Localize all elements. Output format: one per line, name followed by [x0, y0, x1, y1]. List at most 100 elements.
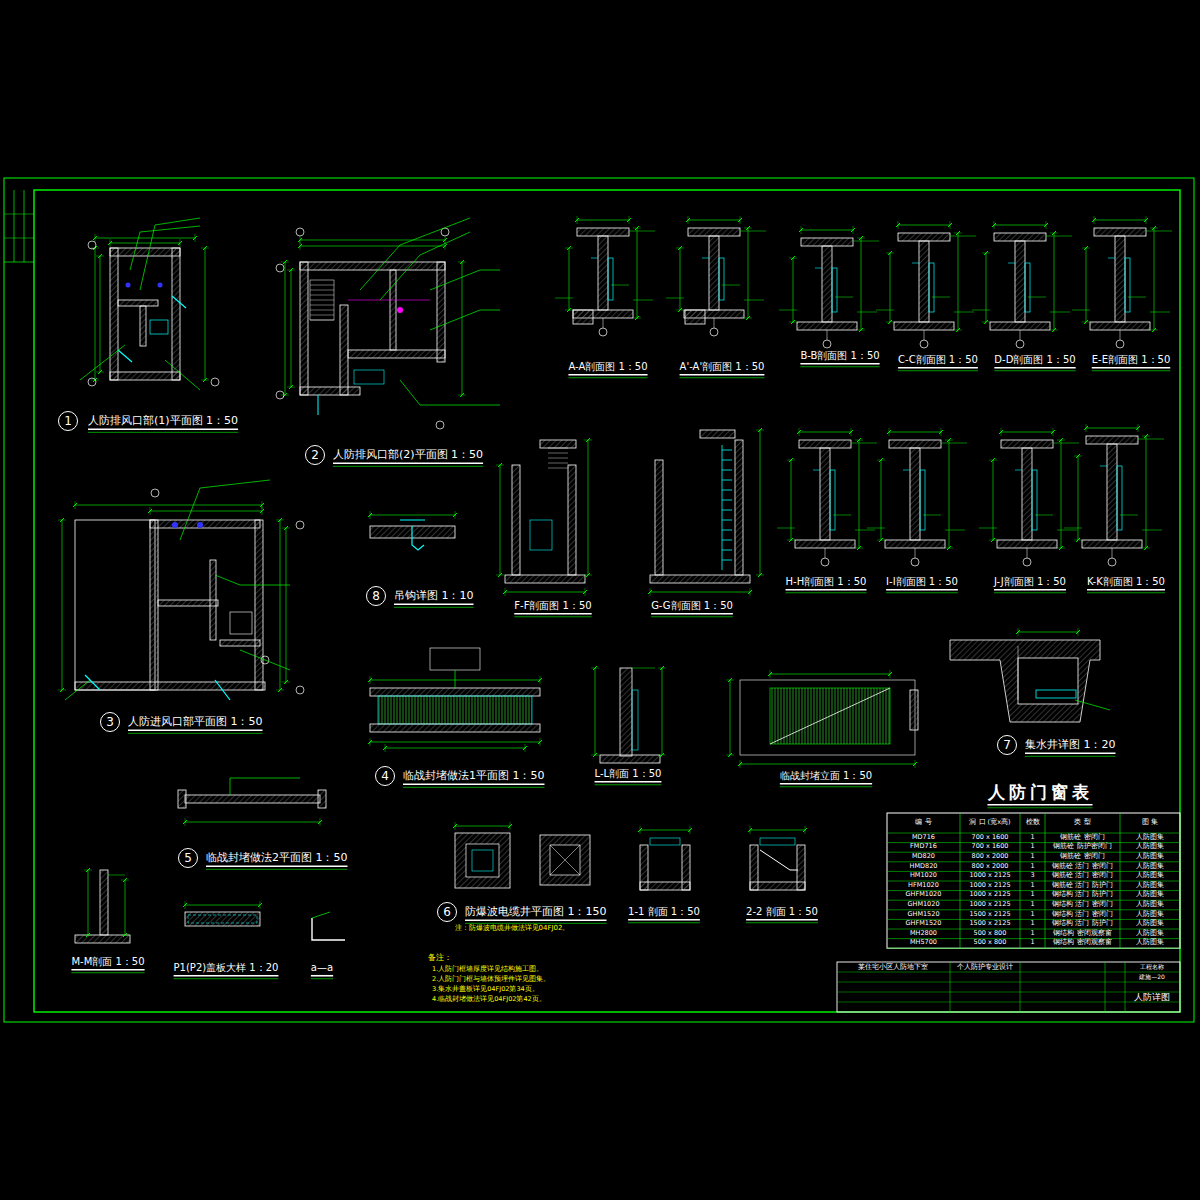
drawing-line [310, 310, 334, 311]
title-underline [333, 466, 483, 467]
axis-bubble [296, 228, 304, 236]
title-underline [403, 787, 545, 788]
table-cell: 洞 口 (宽x高) [960, 819, 1020, 826]
drawing-line [1146, 231, 1172, 232]
drawing-line [1028, 297, 1046, 298]
view-title: E-E剖面图 1：50 [1092, 354, 1171, 366]
concrete-wall [118, 300, 158, 306]
concrete-wall [100, 870, 108, 935]
drawing-line [1108, 258, 1115, 259]
concrete-wall [1090, 322, 1150, 330]
table-cell: 1 [1020, 882, 1045, 889]
drawing-line [1074, 540, 1082, 541]
concrete-wall [685, 310, 705, 324]
drawing-line [260, 901, 261, 909]
table-cell: 钢筋砼 活门 密闭门 [1045, 872, 1120, 879]
drawing-line [941, 428, 942, 436]
drawing-line [989, 540, 997, 541]
stair [310, 280, 334, 320]
table-cell: HMD820 [887, 863, 960, 870]
concrete-wall [512, 465, 520, 575]
drawing-line [286, 528, 287, 682]
drawing-line [777, 528, 795, 529]
axis-bubble [823, 340, 831, 348]
view-title: 人防进风口部平面图 1：50 [128, 716, 263, 729]
drawing-line [658, 755, 666, 756]
title-underline [88, 432, 238, 433]
title-underline [311, 975, 333, 977]
drawing-line [1146, 216, 1147, 224]
drawing-line [890, 670, 891, 678]
drawing-line [1018, 646, 1019, 700]
drawing-line [1008, 263, 1015, 264]
drawing-line [205, 248, 206, 380]
drawing-line [877, 540, 885, 541]
concrete-wall [799, 440, 851, 448]
table-cell: 钢结构 密闭观察窗 [1045, 940, 1120, 947]
drawing-line [954, 330, 962, 331]
title-underline [514, 616, 591, 617]
axis-bubble [436, 421, 444, 429]
table-cell: 樘数 [1020, 819, 1045, 826]
drawing-line [954, 312, 974, 313]
closure-panel [770, 688, 890, 744]
concrete-wall [898, 233, 950, 241]
drawing-line [1128, 297, 1146, 298]
concrete-wall [1107, 444, 1117, 540]
view-title: J-J剖面图 1：50 [994, 576, 1066, 588]
drawing-line [1150, 330, 1158, 331]
drawing-line [58, 520, 66, 521]
table-cell: 人防图集 [1120, 863, 1180, 870]
view-title: H-H剖面图 1：50 [786, 576, 867, 588]
cable [760, 850, 798, 870]
drawing-line [932, 297, 950, 298]
concrete-wall [709, 236, 719, 310]
drawing-line [722, 520, 732, 521]
cover-slab [185, 912, 260, 926]
drawing-line [201, 248, 209, 249]
concrete-wall [577, 228, 629, 236]
drawing-line [300, 240, 445, 241]
vent-symbol [158, 283, 163, 288]
leader-line [455, 670, 456, 688]
table-cell: MH5700 [887, 940, 960, 947]
table-cell: 1 [1020, 834, 1045, 841]
drawing-line [986, 253, 987, 322]
drawing-line [540, 738, 541, 746]
view-title: C-C剖面图 1：50 [898, 354, 978, 366]
drawing-line [748, 228, 749, 318]
drawing-line [744, 300, 764, 301]
axis-bubble [911, 558, 919, 566]
binding-strip [4, 214, 34, 215]
title-underline [514, 613, 591, 615]
drawing-line [867, 528, 885, 529]
table-cell: 1 [1020, 920, 1045, 927]
axis-bubble [1116, 340, 1124, 348]
drawing-line [750, 826, 751, 834]
table-cell: 1000 x 2125 [960, 872, 1020, 879]
drawing-line [1120, 813, 1121, 948]
drawing-line [793, 258, 794, 322]
drawing-line [923, 515, 941, 516]
table-cell: 人防图集 [1120, 882, 1180, 889]
hook-bar [412, 526, 424, 550]
drawing-line [855, 548, 863, 549]
drawing-line [688, 216, 689, 224]
title-underline [1025, 756, 1116, 757]
drawing-line [1018, 628, 1019, 636]
callout-number: 7 [997, 735, 1017, 755]
title-underline [680, 377, 765, 378]
drawing-line [95, 234, 96, 242]
title-block-text: 建施—20 [1139, 974, 1165, 981]
vent-symbol [197, 522, 203, 528]
view-title: I-I剖面图 1：50 [886, 576, 958, 588]
drawing-line [950, 962, 951, 1012]
note-text: 3.集水井盖板详见04FJ02第34页。 [432, 986, 539, 993]
axis-bubble [710, 328, 718, 336]
title-underline [994, 589, 1066, 591]
drawing-line [548, 468, 568, 469]
concrete-wall [220, 640, 260, 646]
concrete-wall [573, 310, 593, 324]
drawing-line [588, 440, 589, 575]
drawing-line [1054, 233, 1055, 330]
